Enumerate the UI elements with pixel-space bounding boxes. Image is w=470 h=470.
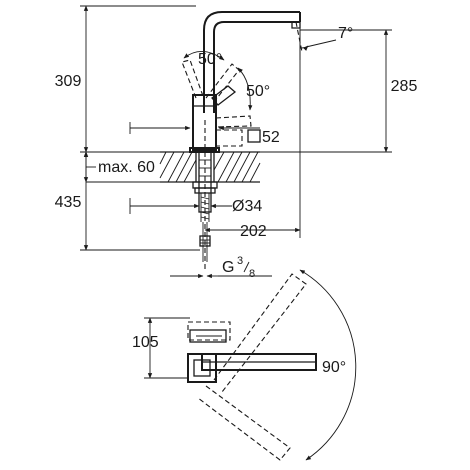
hole-diameter-label: Ø34 xyxy=(232,198,262,215)
lever-front-angle-label: 50° xyxy=(198,51,222,68)
lever-side-angle-label: 50° xyxy=(246,83,270,100)
dimension-base-depth: 105 xyxy=(132,317,190,379)
dimension-lever-side: 50° xyxy=(237,67,270,111)
dimension-spout-reach: 202 xyxy=(204,30,301,240)
dimension-below-counter: 435 xyxy=(55,151,200,251)
dimension-spout-height: 285 xyxy=(260,29,418,153)
spout-tilt-label: 7° xyxy=(338,25,353,42)
faucet-top-view xyxy=(187,269,357,461)
dimension-total-height: 309 xyxy=(55,5,196,153)
spout-reach-label: 202 xyxy=(240,223,267,240)
base-square-label: 52 xyxy=(262,129,280,146)
dimension-hole-diameter: Ø34 xyxy=(129,198,262,215)
dimension-max-counter: max. 60 xyxy=(83,151,160,183)
dimension-base-square: 52 xyxy=(129,122,280,146)
connection-thread-label: G xyxy=(222,259,234,276)
connection-thread-sub: 8 xyxy=(249,268,255,280)
dimension-connection-thread: G 3 8 xyxy=(170,255,272,280)
connection-thread-sup: 3 xyxy=(237,255,243,267)
swivel-angle-label: 90° xyxy=(322,359,346,376)
base-depth-label: 105 xyxy=(132,334,159,351)
dimension-lever-front: 50° xyxy=(183,51,225,68)
square-icon xyxy=(247,129,261,143)
max-counter-label: max. 60 xyxy=(98,159,155,176)
below-counter-label: 435 xyxy=(55,194,82,211)
mounting-shank xyxy=(192,120,218,272)
total-height-label: 309 xyxy=(55,73,82,90)
counter-top xyxy=(159,151,261,183)
faucet-side-view xyxy=(181,11,303,153)
spout-height-label: 285 xyxy=(391,78,418,95)
dimension-swivel-angle: 90° xyxy=(322,359,346,376)
